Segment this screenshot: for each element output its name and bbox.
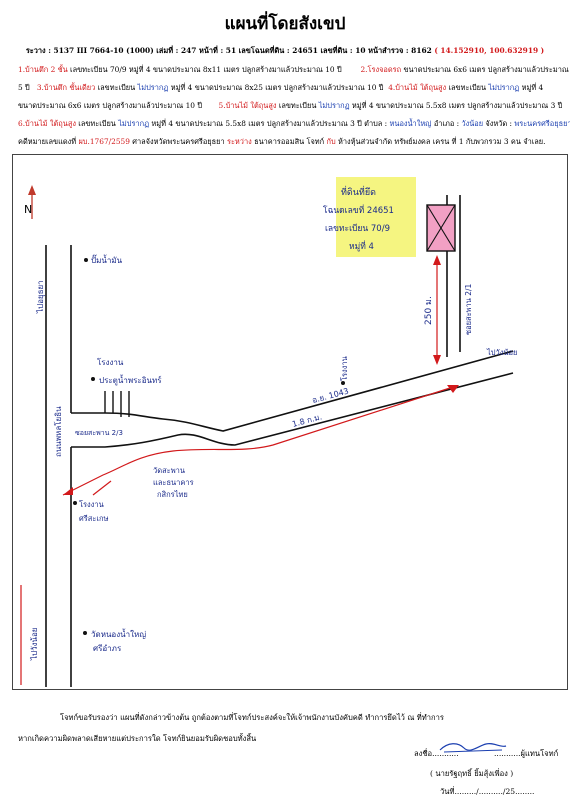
building-6-unknown: ไม่ปรากฏ bbox=[118, 119, 150, 128]
building-3-text-b: หมู่ที่ 4 ขนาดประมาณ 8x25 เมตร ปลูกสร้าง… bbox=[168, 83, 384, 92]
left-south-label: ไปวังน้อย bbox=[30, 628, 39, 661]
page-value: 51 bbox=[225, 46, 237, 55]
building-3-text-a: เลขทะเบียน bbox=[95, 83, 138, 92]
soi-label: ซอยสะพาน 2/1 bbox=[464, 283, 473, 335]
buildings-line-2: 5 ปี 3.บ้านตึก ชั้นเดียว เลขทะเบียน ไม่ป… bbox=[18, 82, 570, 93]
sketch-map: N ที่ดินที่ยึด โฉนดเลขที่ 24651 เลขทะเบี… bbox=[12, 154, 568, 690]
deed-info-line: ระวาง : 5137 III 7664-10 (1000) เล่มที่ … bbox=[0, 45, 570, 56]
parcel-label-1: ที่ดินที่ยึด bbox=[341, 185, 376, 198]
land-no-label: เลขที่ดิน : bbox=[317, 46, 356, 55]
building-5-text-b: หมู่ที่ 4 ขนาดประมาณ 5.5x8 เมตร ปลูกสร้า… bbox=[349, 101, 563, 110]
with-word: กับ bbox=[326, 137, 336, 146]
parcel-label-2: โฉนดเลขที่ 24651 bbox=[323, 204, 394, 216]
company-label-1: โรงงาน bbox=[79, 500, 104, 509]
case-label: คดีหมายเลขแดงที่ bbox=[18, 137, 79, 146]
route-path bbox=[62, 386, 454, 496]
temple-label-2: และธนาคาร bbox=[153, 478, 194, 487]
building-4-text-a: เลขทะเบียน bbox=[446, 83, 489, 92]
main-road-label: ถนนพหลโยธิน bbox=[53, 406, 63, 457]
signer-name: ( นายรัฐฤทธิ์ ยิ้มสุ้งเพี่อง ) bbox=[430, 769, 514, 778]
case-line: คดีหมายเลขแดงที่ ผบ.1767/2559 ศาลจังหวัด… bbox=[18, 136, 570, 147]
coordinates: ( 14.152910, 100.632919 ) bbox=[431, 46, 545, 55]
district: วังน้อย bbox=[461, 119, 484, 128]
building-5-name: 5.บ้านไม้ ใต้ถุนสูง bbox=[218, 101, 277, 110]
book-value: 247 bbox=[180, 46, 197, 55]
left-top-label: ไปอยุธยา bbox=[36, 280, 45, 314]
temple-label-1: วัดสะพาน bbox=[153, 466, 185, 475]
distance-label: 250 ม. bbox=[424, 296, 434, 325]
title-no-label: เลขโฉนดที่ดิน : bbox=[236, 46, 293, 55]
footer-line-1: โจทก์ขอรับรองว่า แผนที่ดังกล่าวข้างต้น ถ… bbox=[60, 713, 444, 722]
subdistrict: หนองน้ำใหญ่ bbox=[389, 119, 432, 128]
signature-label: ลงชื่อ........... bbox=[414, 749, 459, 758]
buildings-line-3: ขนาดประมาณ 6x6 เมตร ปลูกสร้างมาแล้วประมา… bbox=[18, 100, 570, 111]
bottom-label-1: วัดหนองน้ำใหญ่ bbox=[91, 628, 146, 639]
page-label: หน้าที่ : bbox=[196, 46, 226, 55]
province-label: จังหวัด : bbox=[483, 119, 515, 128]
building-4-text-2: ขนาดประมาณ 6x6 เมตร ปลูกสร้างมาแล้วประมา… bbox=[18, 101, 203, 110]
signature-right: ...........ผู้แทนโจทก์ bbox=[494, 749, 559, 758]
page-title: แผนที่โดยสังเขป bbox=[224, 14, 346, 34]
footer-line-2: หากเกิดความผิดพลาดเสียหายแต่ประการใด โจท… bbox=[18, 734, 257, 743]
factory-vertical-label: โรงงาน bbox=[340, 356, 349, 381]
building-1-text: เลขทะเบียน 70/9 หมู่ที่ 4 ขนาดประมาณ 8x1… bbox=[67, 65, 342, 74]
province: พระนครศรีอยุธยา bbox=[514, 119, 570, 128]
temple-label-3: กสิกรไทย bbox=[157, 490, 188, 499]
diagonal-road-top-edge bbox=[71, 350, 514, 432]
title-no-value: 24651 bbox=[292, 46, 318, 55]
building-4-name: 4.บ้านไม้ ใต้ถุนสูง bbox=[388, 83, 447, 92]
north-label: N bbox=[24, 203, 32, 216]
zone-value: 5137 III 7664-10 (1000) bbox=[53, 46, 154, 55]
soi-bridge-left-label: ซอยสะพาน 2/3 bbox=[75, 429, 123, 437]
plaintiff: ธนาคารออมสิน โจทก์ bbox=[251, 137, 327, 146]
to-right-label: ไปวังน้อย bbox=[486, 348, 517, 357]
court: ศาลจังหวัดพระนครศรีอยุธยา bbox=[129, 137, 227, 146]
building-2-text-2: 5 ปี bbox=[18, 83, 30, 92]
building-6-name: 6.บ้านไม้ ใต้ถุนสูง bbox=[18, 119, 76, 128]
building-2-text: ขนาดประมาณ 6x6 เมตร ปลูกสร้างมาแล้วประมา… bbox=[401, 65, 569, 74]
building-6-text-a: เลขทะเบียน bbox=[75, 119, 119, 128]
between-word: ระหว่าง bbox=[226, 137, 252, 146]
buildings-line-1: 1.บ้านตึก 2 ชั้น เลขทะเบียน 70/9 หมู่ที่… bbox=[18, 64, 570, 75]
case-number: ผบ.1767/2559 bbox=[78, 137, 130, 146]
building-1-name: 1.บ้านตึก 2 ชั้น bbox=[18, 65, 68, 74]
zone-label: ระวาง : bbox=[25, 46, 54, 55]
gas-label: ปั๊มน้ำมัน bbox=[91, 254, 123, 265]
land-no-value: 10 bbox=[355, 46, 366, 55]
north-arrow-head bbox=[28, 185, 36, 195]
parcel-label-highlight bbox=[336, 177, 416, 257]
building-5-text-a: เลขทะเบียน bbox=[276, 101, 319, 110]
sign-date: วันที่........./........../25........ bbox=[440, 787, 535, 796]
building-2-name: 2.โรงจอดรถ bbox=[360, 65, 402, 74]
survey-value: 8162 bbox=[411, 46, 432, 55]
school-label-2: ประตูน้ำพระอินทร์ bbox=[99, 374, 162, 386]
survey-label: หน้าสำรวจ : bbox=[365, 46, 412, 55]
building-4-text-b: หมู่ที่ 4 bbox=[519, 83, 544, 92]
building-5-unknown: ไม่ปรากฏ bbox=[318, 101, 350, 110]
defendant: ห้างหุ้นส่วนจำกัด ทรัพย์มงคล เครน ที่ 1 … bbox=[335, 137, 546, 146]
parcel-label-4: หมู่ที่ 4 bbox=[349, 240, 374, 252]
diagonal-road-bottom-edge bbox=[71, 372, 514, 448]
buildings-line-4: 6.บ้านไม้ ใต้ถุนสูง เลขทะเบียน ไม่ปรากฏ … bbox=[18, 118, 570, 129]
building-6-text-b: หมู่ที่ 4 ขนาดประมาณ 5.5x8 เมตร ปลูกสร้า… bbox=[149, 119, 390, 128]
bottom-label-2: ศรีอำภร bbox=[93, 644, 122, 653]
building-3-unknown: ไม่ปรากฏ bbox=[137, 83, 169, 92]
building-4-unknown: ไม่ปรากฏ bbox=[488, 83, 520, 92]
book-label: เล่มที่ : bbox=[153, 46, 181, 55]
parcel-label-3: เลขทะเบียน 70/9 bbox=[325, 223, 390, 234]
map-drawing: N ที่ดินที่ยึด โฉนดเลขที่ 24651 เลขทะเบี… bbox=[20, 177, 517, 687]
company-label-2: ศรีสะเกษ bbox=[79, 514, 108, 523]
building-3-name: 3.บ้านตึก ชั้นเดียว bbox=[36, 83, 96, 92]
signature bbox=[439, 742, 507, 753]
district-label: อำเภอ : bbox=[431, 119, 462, 128]
school-label-1: โรงงาน bbox=[97, 357, 124, 367]
